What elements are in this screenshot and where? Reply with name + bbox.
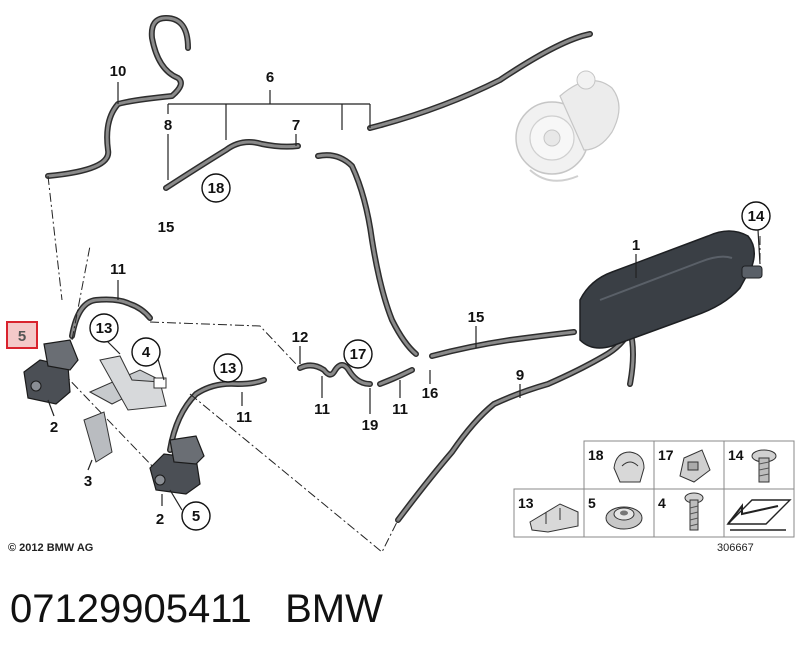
callout-9: 9: [516, 367, 524, 384]
callout-10: 10: [110, 63, 127, 80]
callout-4: 4: [142, 344, 151, 361]
pressure-converter-left: [23, 339, 79, 405]
leader-lines: [47, 82, 761, 511]
screw-4-icon: [684, 492, 704, 531]
callout-18: 18: [208, 180, 225, 197]
callout-15-top: 15: [158, 219, 175, 236]
callout-3: 3: [84, 473, 92, 490]
callout-5-lower: 5: [192, 508, 200, 525]
callout-12: 12: [292, 329, 309, 346]
callout-labels: 6 10 8 7 15 11 1 12 15 9 16 11 11 19 11 …: [50, 63, 640, 528]
legend-label-4: 4: [658, 495, 666, 511]
parts-legend: 18 17 14 13 5 4: [513, 440, 795, 538]
part-number-line: 07129905411 BMW: [10, 584, 383, 634]
hose-15-right: [429, 329, 577, 359]
hose-middle-chain: [297, 362, 415, 387]
brand-name: BMW: [285, 587, 383, 631]
hose-11-lower: [167, 377, 267, 453]
callout-17: 17: [350, 346, 367, 363]
callout-5-highlighted: 5: [18, 328, 26, 345]
callout-14-circle: 14: [741, 201, 771, 231]
legend-label-5: 5: [588, 495, 596, 511]
callout-19: 19: [362, 417, 379, 434]
hose-11-left: [69, 296, 153, 339]
callout-18-circle: 18: [201, 173, 231, 203]
vacuum-reservoir-tank: [579, 230, 763, 349]
callout-1: 1: [632, 237, 640, 254]
callout-13-left: 13: [96, 320, 113, 337]
part-number: 07129905411: [10, 587, 252, 631]
callout-6: 6: [266, 69, 274, 86]
clip-18-icon: [613, 451, 645, 483]
hose-6-to-pump: [367, 31, 593, 131]
callout-2-lower: 2: [156, 511, 164, 528]
hose-10: [45, 15, 191, 179]
legend-label-14: 14: [728, 447, 744, 463]
callout-5-highlight: 5: [6, 321, 38, 349]
legend-label-17: 17: [658, 447, 674, 463]
spring-nut-17-icon: [679, 449, 711, 483]
callout-17-circle: 17: [343, 339, 373, 369]
callout-16: 16: [422, 385, 439, 402]
callout-14: 14: [748, 208, 765, 225]
callout-13-left-circle: 13: [89, 313, 119, 343]
callout-11-mid-b: 11: [392, 401, 408, 418]
callout-2-left: 2: [50, 419, 58, 436]
callout-13-lower-circle: 13: [213, 353, 243, 383]
callout-11-left: 11: [110, 261, 126, 278]
callout-4-circle: 4: [131, 337, 161, 367]
bracket-4: [99, 355, 167, 411]
callout-13-lower: 13: [220, 360, 237, 377]
pressure-converter-lower: [149, 435, 205, 495]
callout-7: 7: [292, 117, 300, 134]
callout-5-lower-circle: 5: [181, 501, 211, 531]
callout-11-lower: 11: [236, 409, 252, 426]
diagram-reference-number: 306667: [717, 542, 754, 554]
legend-label-18: 18: [588, 447, 604, 463]
callout-8: 8: [164, 117, 172, 134]
arrow-symbol-icon: [726, 499, 792, 531]
callout-11-mid-a: 11: [314, 401, 330, 418]
clip-13-icon: [529, 503, 579, 533]
hose-8-branch: [163, 139, 419, 357]
vacuum-system-diagram: 6 10 8 7 15 11 1 12 15 9 16 11 11 19 11 …: [6, 15, 795, 553]
copyright-text: © 2012 BMW AG: [8, 542, 94, 554]
callout-15-right: 15: [468, 309, 485, 326]
screw-14-icon: [751, 449, 777, 483]
legend-label-13: 13: [518, 495, 534, 511]
vacuum-pump-illustration: [515, 70, 620, 182]
nut-5-icon: [605, 506, 643, 530]
